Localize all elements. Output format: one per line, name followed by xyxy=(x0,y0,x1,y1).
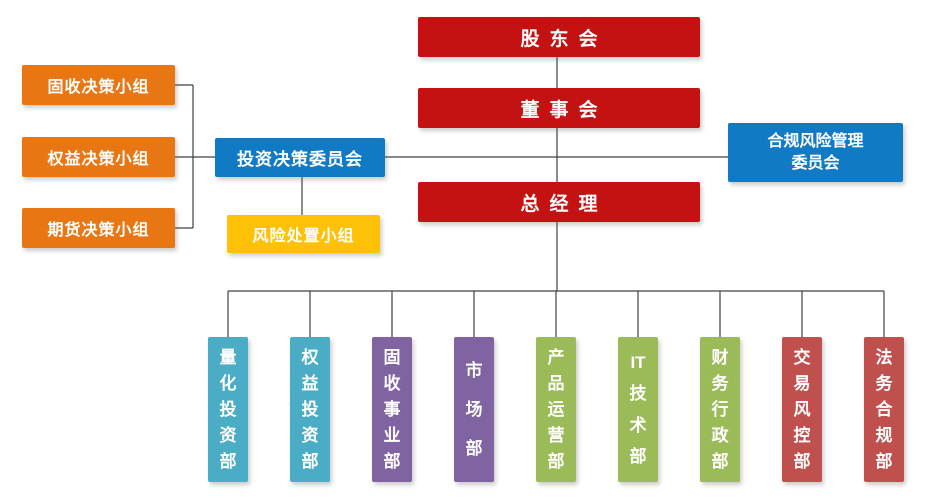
department-label-char: 产 xyxy=(547,348,565,367)
dept-drop-lines xyxy=(227,291,885,337)
department-label-char: 收 xyxy=(383,374,401,393)
department-label-char: 化 xyxy=(219,374,237,393)
compliance-risk-committee-box: 合规风险管理 委员会 xyxy=(728,123,903,182)
department-box: 财务行政部 xyxy=(700,337,740,482)
compliance-risk-committee-line1: 合规风险管理 xyxy=(767,132,864,150)
department-box: 产品运营部 xyxy=(536,337,576,482)
department-label-char: 技 xyxy=(629,384,647,404)
shareholders-box: 股东会 xyxy=(418,17,700,57)
department-label-char: 部 xyxy=(465,439,483,458)
department-label-char: IT xyxy=(630,353,646,373)
department-label-char: 部 xyxy=(793,452,811,471)
department-label-char: 易 xyxy=(793,374,811,393)
general-manager-label: 总经理 xyxy=(520,193,608,215)
department-label-char: 投 xyxy=(219,400,237,419)
department-box: 量化投资部 xyxy=(208,337,248,482)
department-label-char: 财 xyxy=(711,348,729,367)
investment-decision-committee-box: 投资决策委员会 xyxy=(215,138,385,177)
department-label-char: 品 xyxy=(547,374,565,393)
department-label-char: 行 xyxy=(711,400,729,419)
department-label-char: 部 xyxy=(711,452,729,471)
fixed-income-decision-group-label: 固收决策小组 xyxy=(47,79,150,96)
department-label-char: 固 xyxy=(383,348,401,367)
department-label-char: 风 xyxy=(793,400,811,419)
department-label-char: 交 xyxy=(793,348,811,367)
department-label-char: 部 xyxy=(875,452,893,471)
compliance-risk-committee-line2: 委员会 xyxy=(791,154,840,172)
department-label-char: 务 xyxy=(875,374,893,393)
department-label-char: 法 xyxy=(875,348,893,367)
department-label-char: 投 xyxy=(301,400,319,419)
department-box: 交易风控部 xyxy=(782,337,822,482)
department-label-char: 场 xyxy=(465,400,483,419)
investment-decision-committee-label: 投资决策委员会 xyxy=(237,150,363,169)
department-label-char: 部 xyxy=(383,452,401,471)
futures-decision-group-label: 期货决策小组 xyxy=(47,222,150,239)
department-label-char: 部 xyxy=(629,446,647,466)
department-label-char: 益 xyxy=(301,374,319,393)
department-box: 市场部 xyxy=(454,337,494,482)
equity-decision-group-box: 权益决策小组 xyxy=(22,137,175,177)
department-label-char: 术 xyxy=(629,415,647,435)
department-label-char: 量 xyxy=(219,348,237,367)
department-label-char: 部 xyxy=(219,452,237,471)
department-box: IT 技术部 xyxy=(618,337,658,482)
department-box: 法务合规部 xyxy=(864,337,904,482)
department-label-char: 控 xyxy=(793,426,811,445)
department-box: 固收事业部 xyxy=(372,337,412,482)
department-label-char: 政 xyxy=(711,426,729,445)
risk-disposal-group-label: 风险处置小组 xyxy=(252,228,355,245)
department-label-char: 权 xyxy=(301,348,319,367)
board-box: 董事会 xyxy=(418,88,700,128)
shareholders-label: 股东会 xyxy=(520,28,608,50)
fixed-income-decision-group-box: 固收决策小组 xyxy=(22,65,175,105)
department-label-char: 营 xyxy=(547,426,565,445)
department-label-char: 运 xyxy=(547,400,565,419)
risk-disposal-group-box: 风险处置小组 xyxy=(227,215,380,253)
department-label-char: 规 xyxy=(875,426,893,445)
department-label-char: 市 xyxy=(465,361,483,380)
equity-decision-group-label: 权益决策小组 xyxy=(47,151,150,168)
department-label-char: 部 xyxy=(301,452,319,471)
department-label-char: 资 xyxy=(301,426,319,445)
futures-decision-group-box: 期货决策小组 xyxy=(22,208,175,248)
department-box: 权益投资部 xyxy=(290,337,330,482)
board-label: 董事会 xyxy=(520,99,608,121)
department-label-char: 部 xyxy=(547,452,565,471)
department-label-char: 合 xyxy=(875,400,893,419)
department-label-char: 务 xyxy=(711,374,729,393)
general-manager-box: 总经理 xyxy=(418,182,700,222)
department-label-char: 资 xyxy=(219,426,237,445)
department-label-char: 业 xyxy=(383,426,401,445)
department-label-char: 事 xyxy=(383,400,401,419)
